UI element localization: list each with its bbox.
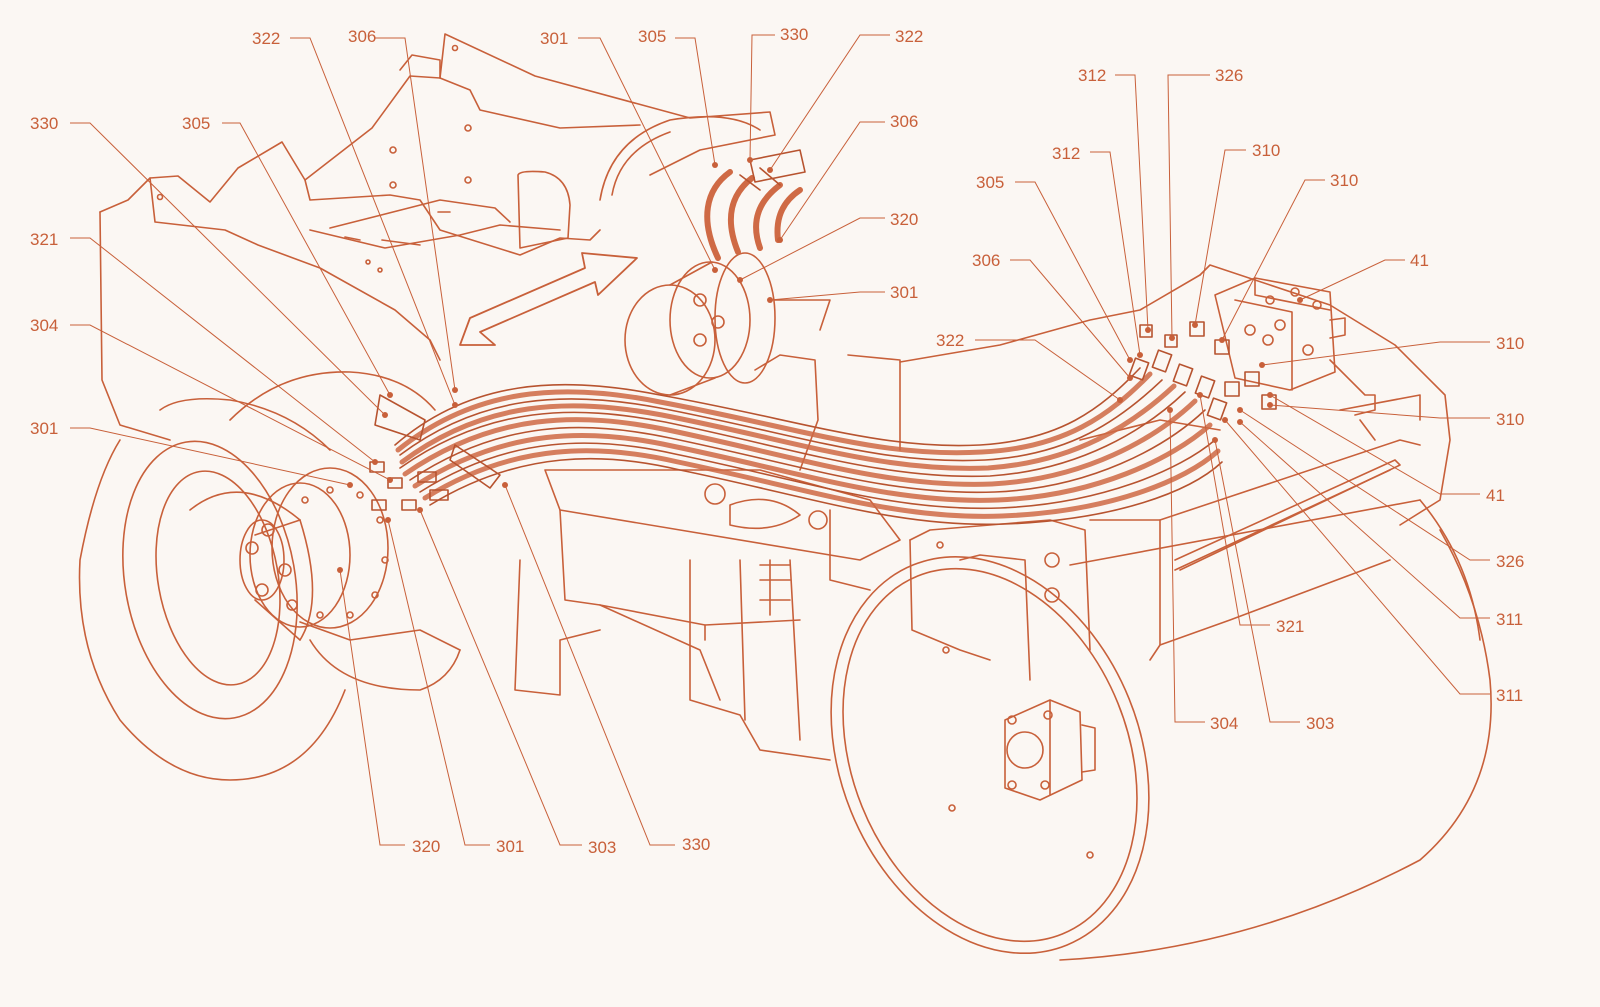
callout-label: 301	[30, 419, 58, 438]
callout-label: 321	[1276, 617, 1304, 636]
callout-label: 310	[1496, 410, 1524, 429]
callout-label: 301	[540, 29, 568, 48]
callout-label: 320	[412, 837, 440, 856]
valve-block	[1214, 277, 1346, 391]
callout-label: 305	[976, 173, 1004, 192]
right-fittings	[1128, 321, 1277, 421]
callout-label: 310	[1330, 171, 1358, 190]
chassis	[514, 264, 1451, 761]
callout-label: 312	[1078, 66, 1106, 85]
callout-label: 310	[1496, 334, 1524, 353]
callout-label: 305	[182, 114, 210, 133]
machine-frame	[99, 33, 776, 441]
leader-lines	[70, 34, 1490, 846]
callout-label: 310	[1252, 141, 1280, 160]
callout-label: 322	[936, 331, 964, 350]
callout-label: 330	[780, 25, 808, 44]
hose-bundle	[394, 367, 1223, 526]
callout-label: 303	[1306, 714, 1334, 733]
steering-motor	[624, 252, 831, 396]
callout-label: 326	[1215, 66, 1243, 85]
callout-label: 41	[1486, 486, 1505, 505]
callout-label: 322	[252, 29, 280, 48]
callout-label: 303	[588, 838, 616, 857]
callout-label: 312	[1052, 144, 1080, 163]
callout-label: 304	[1210, 714, 1238, 733]
front-drum	[830, 359, 1492, 961]
callout-label: 41	[1410, 251, 1429, 270]
callout-label: 306	[890, 112, 918, 131]
callout-label: 306	[972, 251, 1000, 270]
callout-label: 330	[30, 114, 58, 133]
callout-label: 326	[1496, 552, 1524, 571]
callout-label: 322	[895, 27, 923, 46]
callout-label: 311	[1496, 610, 1523, 629]
callout-label: 301	[496, 837, 524, 856]
callout-label: 321	[30, 230, 58, 249]
upper-hose-ends	[739, 149, 806, 191]
callout-label: 305	[638, 27, 666, 46]
callout-label: 311	[1496, 686, 1523, 705]
callout-labels: 322 306 301 305 330 322 330 305 306 320 …	[30, 25, 1524, 857]
left-fittings	[369, 394, 501, 511]
callout-label: 306	[348, 27, 376, 46]
rear-wheel	[78, 371, 461, 781]
upper-hoses	[704, 169, 803, 261]
leader-arrowheads	[337, 157, 1303, 573]
callout-label: 301	[890, 283, 918, 302]
callout-label: 304	[30, 316, 58, 335]
hose-fill	[395, 371, 1221, 519]
callout-label: 330	[682, 835, 710, 854]
callout-label: 320	[890, 210, 918, 229]
